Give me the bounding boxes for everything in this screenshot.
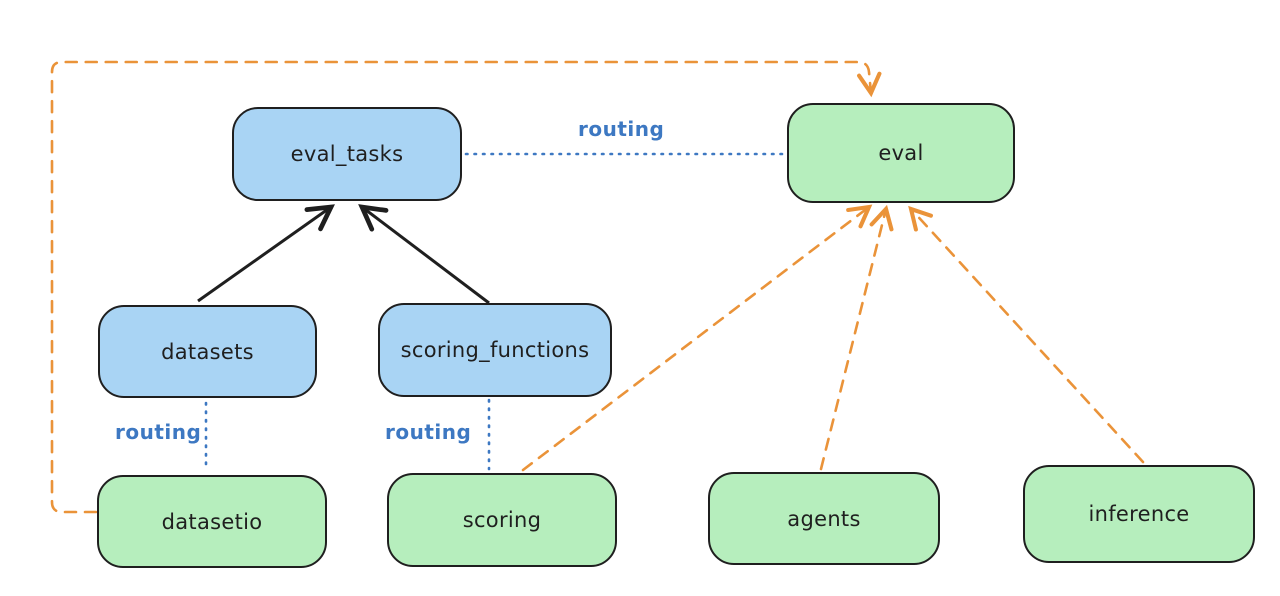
routing-label-eval-tasks-eval: routing — [578, 117, 665, 141]
node-scoring-functions-label: scoring_functions — [400, 338, 590, 362]
edge-agents-to-eval — [819, 204, 894, 471]
edge-datasetio-to-eval-around — [50, 60, 882, 514]
edge-scoring-to-eval — [521, 204, 873, 472]
edge-inference-to-eval — [908, 205, 1145, 464]
node-datasetio-label: datasetio — [161, 509, 263, 534]
node-eval: eval — [787, 103, 1015, 203]
edge-scoring-functions-to-eval-tasks — [358, 204, 490, 305]
node-eval-tasks-label: eval_tasks — [290, 142, 404, 166]
node-inference-label: inference — [1088, 502, 1190, 526]
node-scoring-label: scoring — [462, 508, 542, 532]
node-datasets-label: datasets — [161, 339, 254, 364]
routing-label-datasets-datasetio: routing — [115, 420, 202, 444]
edge-datasets-to-eval-tasks — [197, 204, 335, 303]
node-inference: inference — [1023, 465, 1255, 563]
node-scoring-functions: scoring_functions — [378, 303, 612, 397]
node-eval-tasks: eval_tasks — [232, 107, 462, 201]
node-scoring: scoring — [387, 473, 617, 567]
node-datasetio: datasetio — [97, 475, 327, 568]
node-agents: agents — [708, 472, 940, 565]
node-agents-label: agents — [787, 506, 861, 531]
routing-label-scoring-functions-scoring: routing — [385, 420, 472, 444]
node-eval-label: eval — [878, 141, 924, 165]
node-datasets: datasets — [98, 305, 317, 398]
